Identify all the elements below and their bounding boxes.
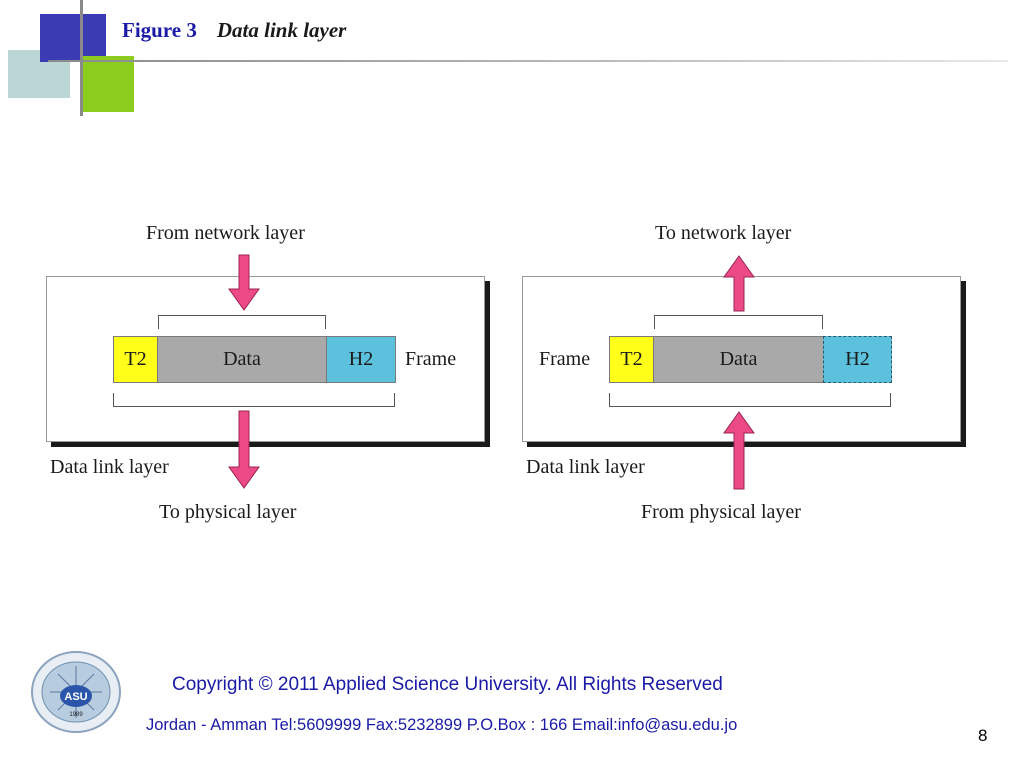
footer-address: Jordan - Amman Tel:5609999 Fax:5232899 P… [146,716,738,734]
university-logo-icon: ASU 1989 [31,651,121,733]
figure-caption: Data link layer [216,18,347,42]
receiver-data-bracket [654,315,823,329]
sender-down-arrow-out [228,410,260,489]
sender-top-label: From network layer [146,222,305,244]
sender-layer-label: Data link layer [50,456,169,478]
receiver-trailer-field: T2 [609,336,654,383]
logo-year: 1989 [69,712,83,718]
slide-title: Figure 3 Data link layer [122,18,346,43]
corner-decoration-vertical-line [80,0,83,116]
receiver-header-field: H2 [823,336,892,383]
receiver-bottom-label: From physical layer [641,501,801,523]
sender-frame-label: Frame [405,348,457,370]
receiver-frame-label: Frame [539,348,591,370]
corner-decoration-blue [40,14,106,62]
sender-data-field: Data [157,336,327,383]
figure-number: Figure 3 [122,18,197,42]
logo-text: ASU [64,691,87,703]
corner-decoration-green [82,56,134,112]
receiver-up-arrow-out [723,255,755,312]
receiver-top-label: To network layer [655,222,792,244]
title-underline [48,60,1008,62]
footer-copyright: Copyright © 2011 Applied Science Univers… [172,674,723,695]
receiver-data-field: Data [653,336,824,383]
receiver-frame-bracket [609,393,891,407]
sender-trailer-field: T2 [113,336,158,383]
sender-bottom-label: To physical layer [159,501,297,523]
receiver-layer-label: Data link layer [526,456,645,478]
sender-header-field: H2 [326,336,396,383]
page-number: 8 [978,726,988,745]
receiver-up-arrow-in [723,411,755,490]
sender-frame-bracket [113,393,395,407]
sender-down-arrow-in [228,254,260,311]
sender-data-bracket [158,315,326,329]
